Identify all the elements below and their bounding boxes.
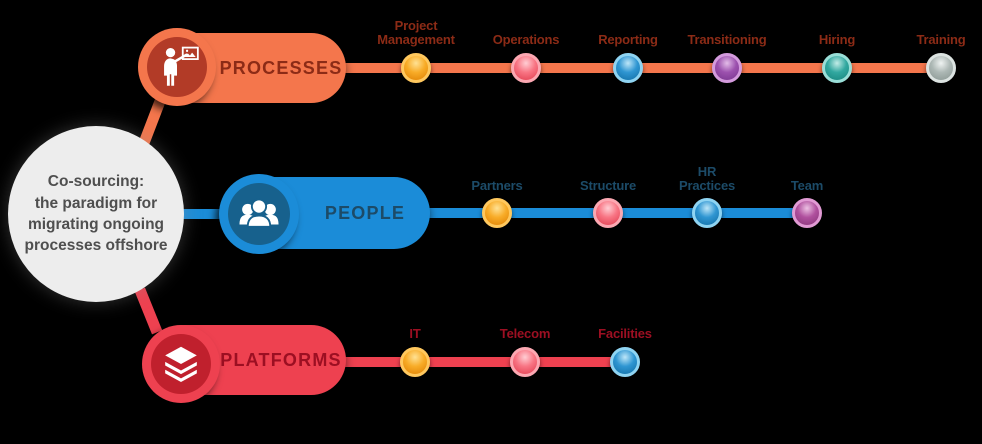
milestone-dot-facilities [610,347,640,377]
center-bubble: Co-sourcing: the paradigm for migrating … [8,126,184,302]
milestone-dot-it [400,347,430,377]
milestone-dot-partners [482,198,512,228]
milestone-label-hiring: Hiring [818,32,856,47]
milestone-dot-telecom [510,347,540,377]
timeline-platforms [338,357,632,367]
connector-people [178,209,230,219]
branch-label-processes: PROCESSES [219,57,343,78]
center-line-1: Co-sourcing: [47,173,145,191]
branch-icon-circle-people [219,174,299,254]
milestone-dot-operations [511,53,541,83]
milestone-label-transitioning: Transitioning [687,32,767,47]
milestone-label-project-management: Project Management [377,18,455,48]
milestone-dot-team [792,198,822,228]
milestone-label-team: Team [790,178,824,193]
center-line-4: processes offshore [24,237,168,255]
milestone-label-structure: Structure [580,178,636,193]
center-line-2: the paradigm for [34,194,158,212]
milestone-dot-transitioning [712,53,742,83]
presenter-icon [147,37,207,97]
milestone-label-training: Training [916,32,966,47]
center-line-3: migrating ongoing [27,216,165,233]
branch-icon-circle-platforms [142,325,220,403]
milestone-label-partners: Partners [471,178,523,193]
milestone-dot-reporting [613,53,643,83]
milestone-label-facilities: Facilities [598,326,652,341]
layers-icon [151,334,211,394]
branch-label-people: PEOPLE [324,202,406,223]
milestone-dot-training [926,53,956,83]
milestone-label-operations: Operations [492,32,560,47]
branch-label-platforms: PLATFORMS [220,349,342,370]
milestone-dot-structure [593,198,623,228]
branch-icon-circle-processes [138,28,216,106]
milestone-dot-hr-practices [692,198,722,228]
people-group-icon [228,183,290,245]
milestone-label-hr-practices: HR Practices [678,164,736,194]
milestone-label-reporting: Reporting [598,32,658,47]
connector-platforms [134,287,163,335]
center-bubble-text: Co-sourcing: the paradigm for migrating … [25,171,168,257]
milestone-label-telecom: Telecom [499,326,551,341]
milestone-label-it: IT [409,326,421,341]
milestone-dot-hiring [822,53,852,83]
milestone-dot-project-management [401,53,431,83]
